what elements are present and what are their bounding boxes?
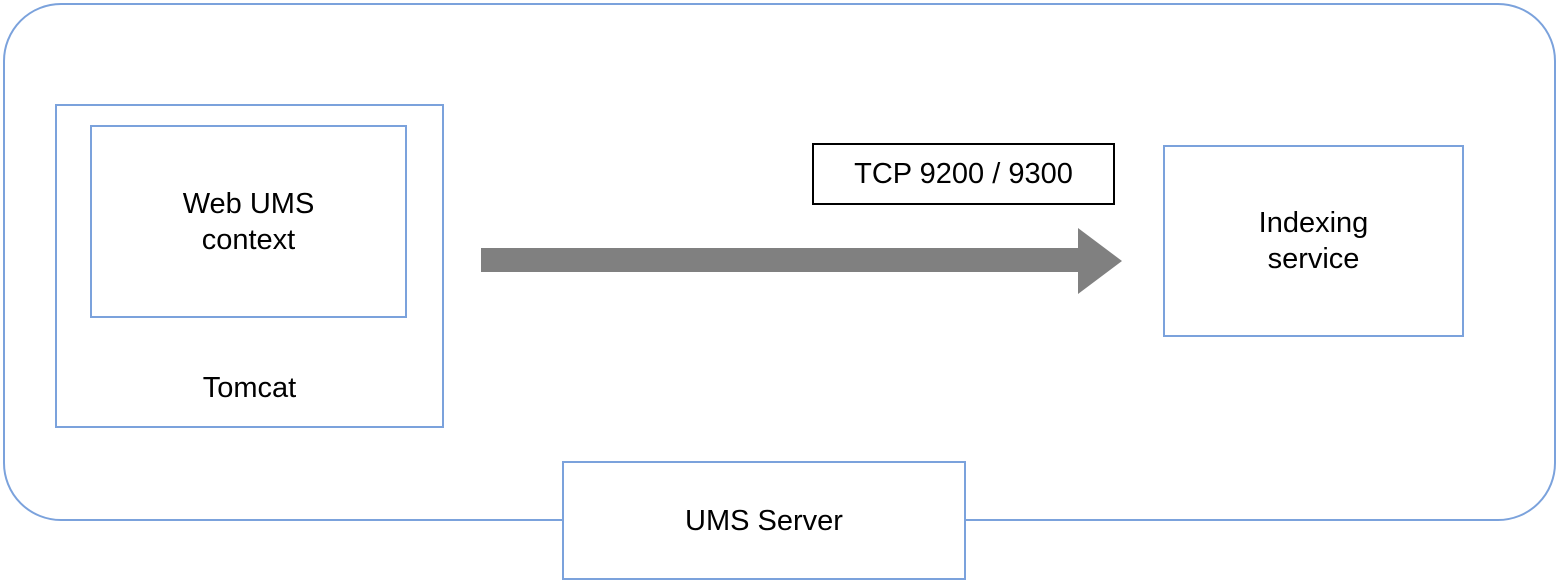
node-indexing-service[interactable]: Indexing service: [1163, 145, 1464, 337]
node-ums-server[interactable]: UMS Server: [562, 461, 966, 580]
node-indexing-service-label: Indexing service: [1258, 207, 1369, 275]
node-ums-server-label: UMS Server: [685, 504, 843, 537]
connection-port-label: TCP 9200 / 9300: [812, 143, 1115, 205]
node-web-ums-context[interactable]: Web UMS context: [90, 125, 407, 318]
connection-port-label-text: TCP 9200 / 9300: [854, 158, 1073, 190]
node-web-ums-context-label: Web UMS context: [182, 187, 315, 256]
node-tomcat-label: Tomcat: [202, 372, 297, 404]
connection-arrow-icon: [481, 228, 1122, 294]
